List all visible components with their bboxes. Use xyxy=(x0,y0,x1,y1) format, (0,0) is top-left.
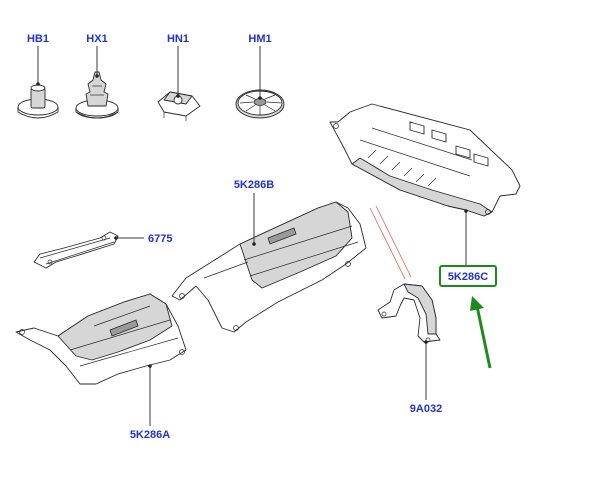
heat-shield-icon xyxy=(171,201,367,333)
speed-nut-icon xyxy=(157,91,201,121)
hm1-leader-dot xyxy=(258,96,262,100)
guide-line xyxy=(375,205,412,278)
part-label-hm1[interactable]: HM1 xyxy=(248,33,271,45)
p5k286c-highlight-box xyxy=(439,265,497,287)
part-label-hx1[interactable]: HX1 xyxy=(86,33,107,45)
heat-shield-icon xyxy=(15,293,187,385)
highlight-arrow-icon xyxy=(470,296,492,369)
hn1-leader-dot xyxy=(176,94,180,98)
heat-shield-icon xyxy=(329,103,521,217)
hx1-leader-dot xyxy=(95,74,99,78)
p5k286b-leader-dot xyxy=(252,242,256,246)
p9a032-leader-dot xyxy=(424,340,428,344)
part-label-hn1[interactable]: HN1 xyxy=(167,33,189,45)
part-label-p5k286a[interactable]: 5K286A xyxy=(130,429,170,441)
p6775-leader-dot xyxy=(114,236,118,240)
guide-line xyxy=(369,207,406,280)
part-label-p5k286c[interactable]: 5K286C xyxy=(448,271,488,283)
christmas-tree-clip-icon xyxy=(75,71,119,119)
p5k286c-leader-dot xyxy=(464,209,468,213)
strap-bracket-icon xyxy=(377,283,441,343)
push-pin-fastener-icon xyxy=(17,84,59,119)
hb1-leader-dot xyxy=(36,82,40,86)
bracket-icon xyxy=(33,231,119,269)
part-label-p5k286b[interactable]: 5K286B xyxy=(234,179,274,191)
part-label-p9a032[interactable]: 9A032 xyxy=(410,403,442,415)
part-label-p6775[interactable]: 6775 xyxy=(148,233,172,245)
p5k286a-leader-dot xyxy=(148,364,152,368)
part-label-hb1[interactable]: HB1 xyxy=(27,33,49,45)
